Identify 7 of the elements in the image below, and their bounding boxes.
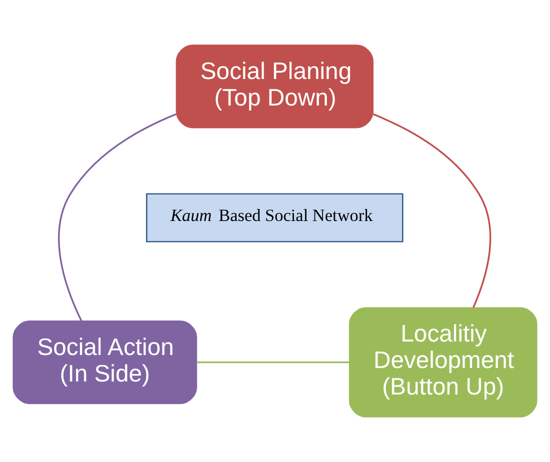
connector xyxy=(58,113,176,322)
node-box: Social Planing (Top Down) xyxy=(176,44,374,128)
node-box: Social Action (In Side) xyxy=(12,320,198,404)
connector xyxy=(372,113,492,308)
node-box: Kaum Based Social Network xyxy=(146,193,404,242)
node-box: Localitiy Development (Button Up) xyxy=(348,307,538,418)
connector xyxy=(196,361,350,364)
